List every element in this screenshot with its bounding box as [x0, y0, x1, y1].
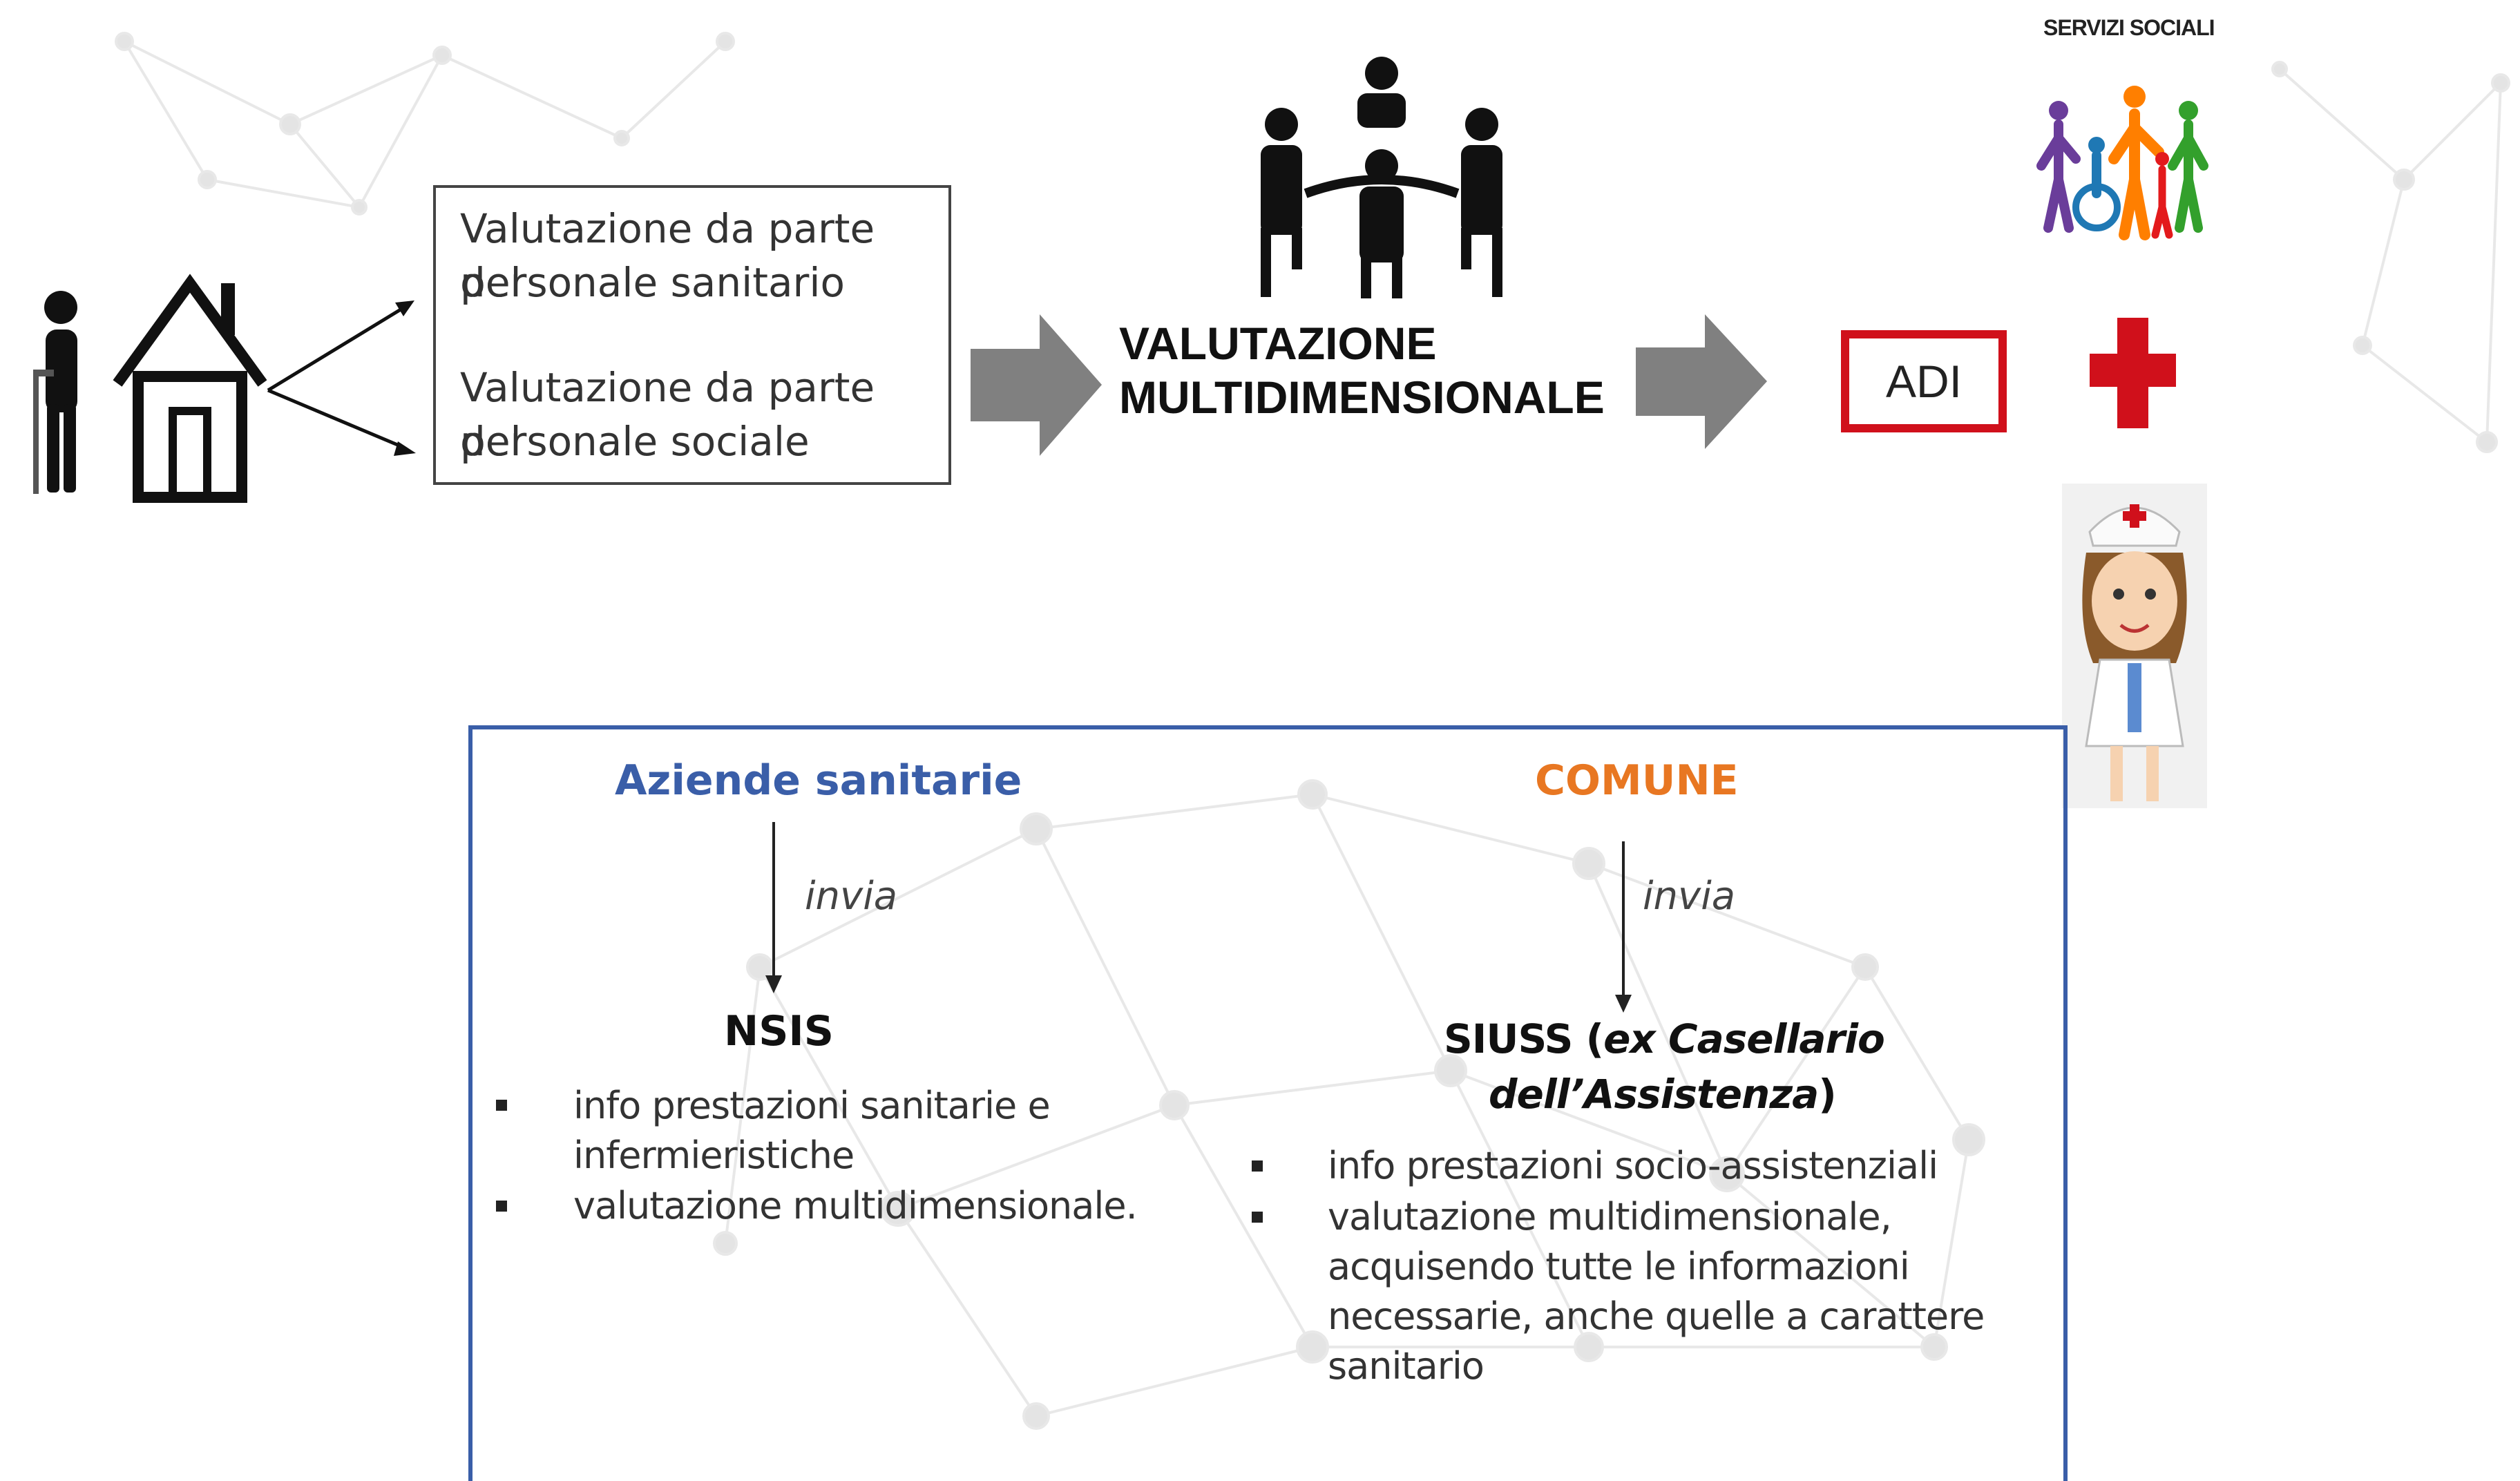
bullet-marker: [1252, 1160, 1263, 1172]
assessment-sociale-line2: personale sociale: [460, 418, 810, 465]
valutazione-title-line1: VALUTAZIONE: [1119, 318, 1437, 369]
social-services-family-icon: [2036, 86, 2208, 240]
meeting-group-icon: [1261, 57, 1502, 298]
info-box: [468, 725, 2068, 1481]
valutazione-title-line2: MULTIDIMENSIONALE: [1119, 372, 1605, 423]
invia-label-left: invia: [805, 874, 898, 919]
siuss-bullet-2-line3: necessarie, anche quelle a carattere: [1328, 1294, 1985, 1338]
siuss-bullet-1-line1: info prestazioni socio-assistenziali: [1328, 1144, 1938, 1187]
assessment-box: Valutazione da parte del personale sanit…: [433, 185, 951, 485]
elderly-person-icon: [33, 291, 77, 494]
siuss-bullet-2-line2: acquisendo tutte le informazioni: [1328, 1245, 1910, 1288]
siuss-suffix: ): [1818, 1071, 1836, 1118]
flow-arrow-1: [971, 314, 1102, 456]
assessment-sanitario-line2: personale sanitario: [460, 259, 845, 306]
comune-header: COMUNE: [1535, 756, 1739, 805]
nsis-bullet-2-line1: valutazione multidimensionale.: [573, 1184, 1138, 1227]
siuss-bullet-2-line1: valutazione multidimensionale,: [1328, 1195, 1892, 1239]
nurse-icon: [2062, 484, 2207, 808]
adi-label: ADI: [1885, 356, 1963, 407]
adi-box: ADI: [1841, 330, 2007, 432]
bullet-marker: [496, 1100, 507, 1111]
servizi-sociali-label: SERVIZI SOCIALI: [2043, 15, 2215, 40]
siuss-italic-2: dell’Assistenza: [1489, 1071, 1819, 1118]
valutazione-title: VALUTAZIONE MULTIDIMENSIONALE: [1119, 316, 1605, 424]
bullet-marker: [496, 1201, 507, 1212]
assessment-sociale-line1: Valutazione da parte del: [460, 364, 875, 465]
nsis-bullet-1-line1: info prestazioni sanitarie e: [573, 1084, 1051, 1127]
assessment-sanitario-line1: Valutazione da parte del: [460, 205, 875, 306]
flow-arrow-2: [1636, 314, 1767, 449]
invia-label-right: invia: [1643, 874, 1736, 919]
siuss-italic-1: ex Casellario: [1603, 1015, 1885, 1062]
siuss-bullet-2-line4: sanitario: [1328, 1344, 1485, 1388]
siuss-label-line1: SIUSS (ex Casellario: [1444, 1015, 1885, 1062]
nsis-label: NSIS: [724, 1007, 834, 1055]
red-cross-icon: [2090, 318, 2176, 428]
aziende-sanitarie-header: Aziende sanitarie: [615, 756, 1022, 805]
invia-arrow-left: [765, 822, 782, 993]
nsis-bullet-1-line2: infermieristiche: [573, 1134, 855, 1177]
siuss-prefix: SIUSS (: [1444, 1015, 1604, 1062]
branch-arrows: [267, 300, 416, 456]
invia-arrow-right: [1615, 841, 1632, 1013]
bullet-marker: [1252, 1212, 1263, 1223]
house-icon: [113, 274, 267, 503]
siuss-label-line2: dell’Assistenza): [1489, 1071, 1837, 1118]
